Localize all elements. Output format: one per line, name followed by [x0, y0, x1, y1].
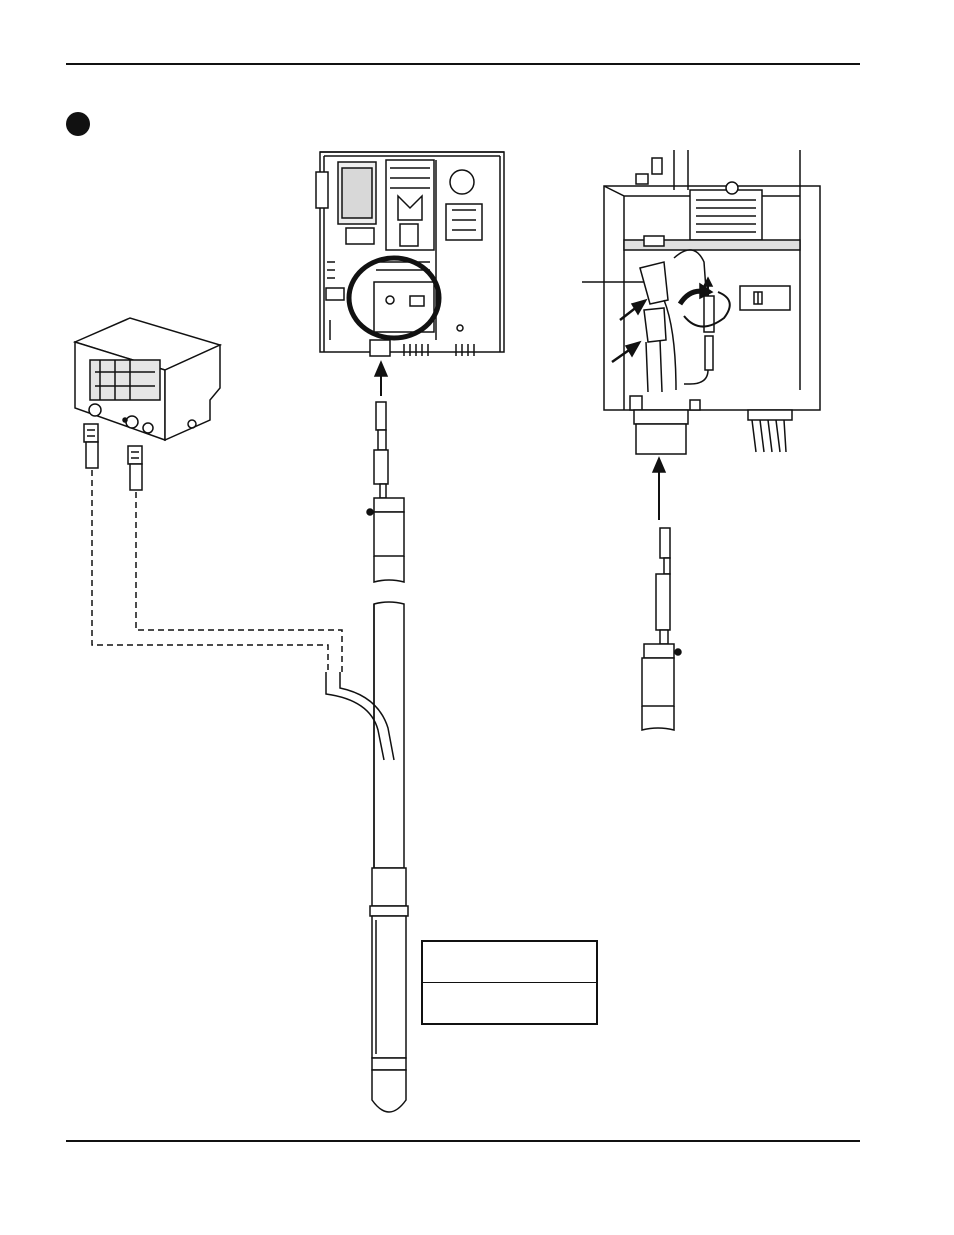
insertion-arrow-icon [373, 360, 389, 396]
remote-pendant-box [72, 317, 223, 442]
rotate-clockwise-icon [677, 276, 731, 328]
control-plug-left [83, 423, 99, 469]
power-supply-interior [315, 151, 505, 357]
torch-lead-plug-closeup [641, 527, 682, 731]
spec-table-row-1 [423, 942, 596, 983]
pointer-arrow-icon [582, 281, 648, 364]
torch-lead-plug [366, 401, 405, 583]
spec-table-row-2 [423, 983, 596, 1024]
spec-table [421, 940, 598, 1025]
header-rule [66, 63, 860, 65]
control-cable-dashed [91, 470, 343, 672]
step-bullet-icon [66, 112, 90, 136]
footer-rule [66, 1140, 860, 1142]
insertion-arrow-icon-right [651, 456, 667, 520]
torch-lead-connection-closeup [603, 150, 821, 455]
torch-lead-hose [325, 601, 409, 1113]
focus-circle [346, 255, 442, 341]
control-plug-right [127, 445, 143, 491]
